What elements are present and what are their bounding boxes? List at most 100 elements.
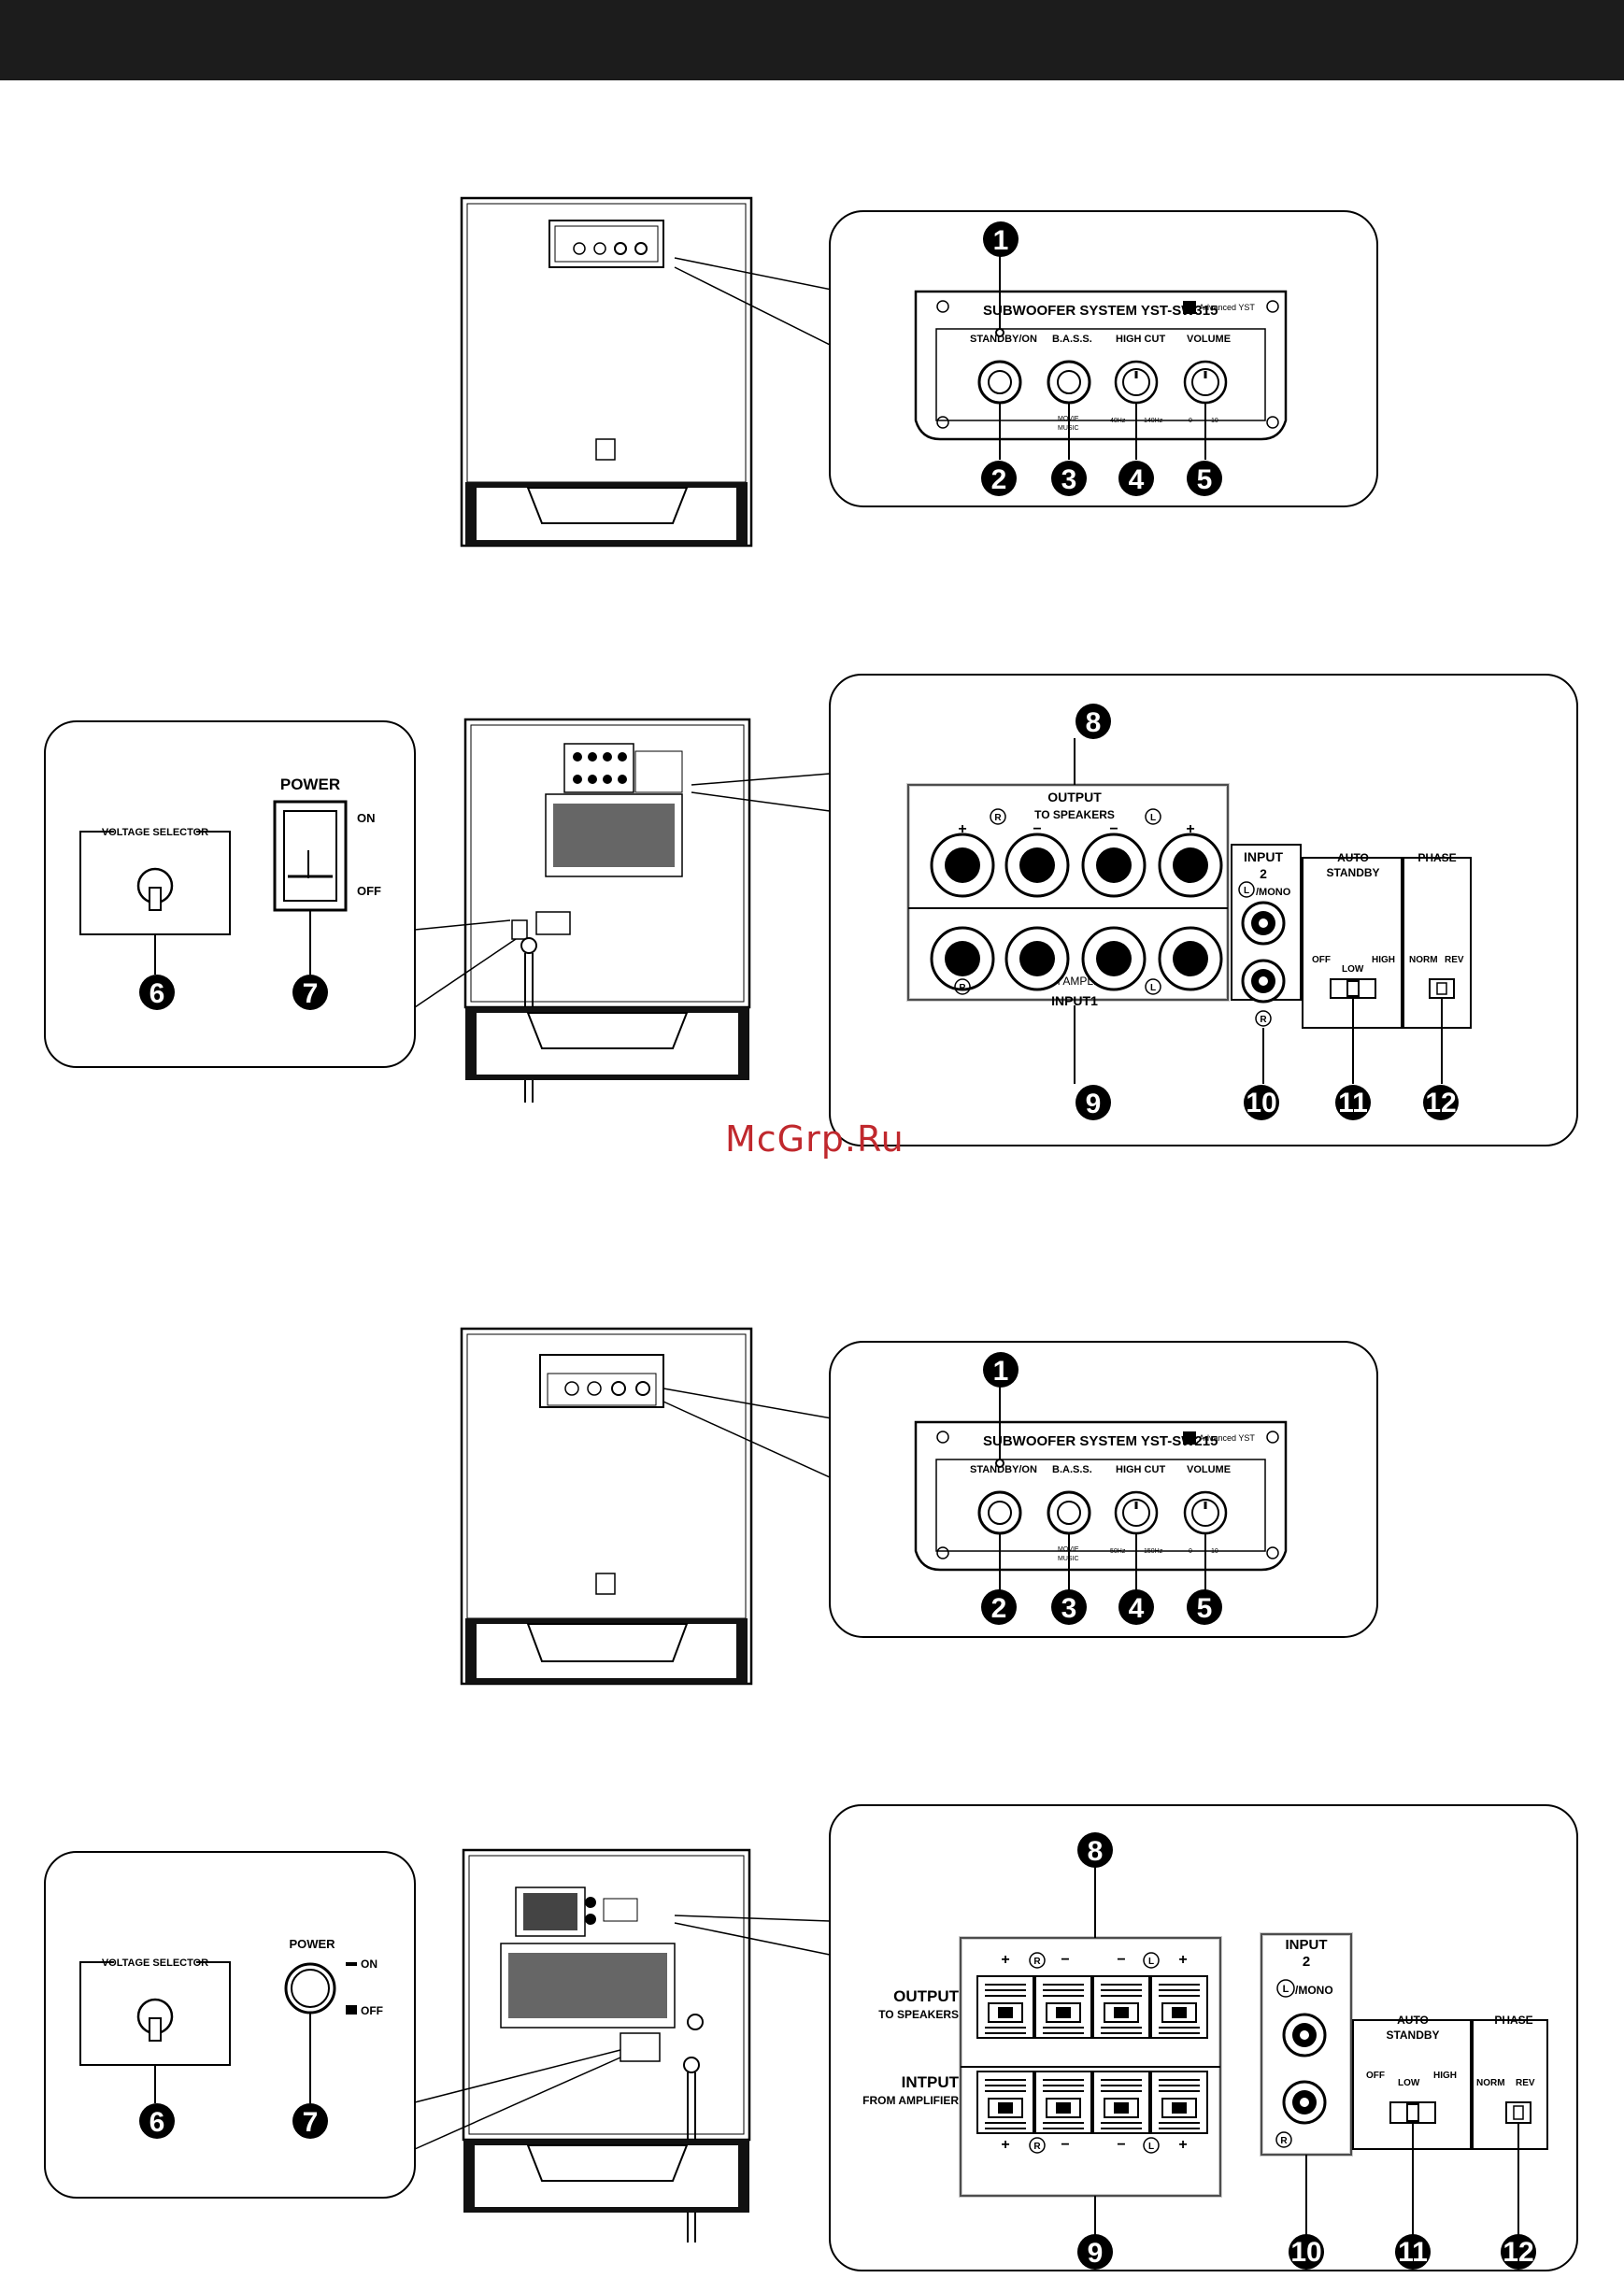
- input-terminal[interactable]: [1150, 2071, 1208, 2134]
- standby-indicator-led: [995, 328, 1004, 337]
- minus-sign: −: [1033, 821, 1041, 837]
- volume-max: 10: [1211, 1548, 1218, 1555]
- mono-label: /MONO: [1295, 1984, 1333, 1997]
- from-amplifier-label: FROM AMPLIFIER: [862, 2094, 959, 2107]
- bass-button[interactable]: [1047, 360, 1091, 405]
- input-terminal[interactable]: [930, 926, 995, 991]
- label-bass: B.A.S.S.: [1052, 1464, 1092, 1475]
- output-terminal[interactable]: [976, 1975, 1034, 2039]
- input2-right-jack[interactable]: [1241, 959, 1286, 1004]
- label-standby-on: STANDBY/ON: [970, 1464, 1037, 1475]
- rear-unit-1: [414, 718, 831, 1103]
- callout-11: [1335, 1085, 1371, 1120]
- input-terminal[interactable]: [976, 2071, 1034, 2134]
- bass-button[interactable]: [1047, 1490, 1091, 1535]
- plus-sign: +: [1178, 2137, 1187, 2153]
- left-marker: L: [1150, 983, 1156, 993]
- output-label: OUTPUT: [893, 1987, 960, 2005]
- label-volume: VOLUME: [1187, 334, 1231, 345]
- callout-1-label: 1: [993, 1356, 1009, 1387]
- callout-5: [1187, 461, 1222, 496]
- callout-5: [1187, 1589, 1222, 1625]
- plus-sign: +: [1001, 2137, 1009, 2153]
- output-terminal[interactable]: [1034, 1975, 1092, 2039]
- logo-text: Advanced YST: [1199, 1433, 1255, 1443]
- callout-9: [1077, 2234, 1113, 2270]
- callout-9-label: 9: [1086, 1089, 1102, 1119]
- output-label: OUTPUT: [1047, 790, 1102, 804]
- right-marker: R: [959, 983, 966, 993]
- callout-3-label: 3: [1061, 1593, 1077, 1624]
- right-marker: R: [1033, 1957, 1041, 1967]
- input2-right-jack[interactable]: [1282, 2080, 1327, 2125]
- input-terminal[interactable]: [1004, 926, 1070, 991]
- minus-sign: −: [1109, 821, 1118, 837]
- low-label: LOW: [1398, 2078, 1420, 2088]
- model-label: SUBWOOFER SYSTEM YST-SW215: [983, 1433, 1218, 1449]
- rear-left-closeup-1: VOLTAGE SELECTOR POWER ON OFF 6 7: [44, 720, 416, 1068]
- voltage-selector-label: VOLTAGE SELECTOR: [102, 827, 208, 838]
- high-label: HIGH: [1433, 2071, 1457, 2081]
- to-speakers-label: TO SPEAKERS: [878, 2008, 959, 2021]
- label-standby-on: STANDBY/ON: [970, 334, 1037, 345]
- header-bar: [0, 0, 1624, 80]
- callout-4-label: 4: [1129, 1593, 1145, 1624]
- left-marker: L: [1148, 1957, 1154, 1967]
- norm-label: NORM: [1409, 955, 1438, 965]
- model-label: SUBWOOFER SYSTEM YST-SW315: [983, 303, 1218, 319]
- callout-11: [1395, 2234, 1431, 2270]
- output-terminal[interactable]: [930, 833, 995, 898]
- output-terminal[interactable]: [1150, 1975, 1208, 2039]
- high-cut-knob[interactable]: [1114, 360, 1159, 405]
- logo-text: Advanced YST: [1199, 303, 1255, 312]
- output-terminal[interactable]: [1081, 833, 1147, 898]
- front-unit-1: [460, 196, 833, 548]
- high-label: HIGH: [1372, 955, 1395, 965]
- volume-knob[interactable]: [1183, 1490, 1228, 1535]
- callout-5-label: 5: [1197, 1593, 1213, 1624]
- left-marker: L: [1150, 813, 1156, 823]
- callout-10: [1289, 2234, 1324, 2270]
- left-marker: L: [1244, 886, 1249, 896]
- minus-sign: −: [1117, 1952, 1125, 1968]
- callout-12-label: 12: [1503, 2237, 1533, 2268]
- label-high-cut: HIGH CUT: [1116, 1464, 1165, 1475]
- high-cut-knob[interactable]: [1114, 1490, 1159, 1535]
- phase-label: PHASE: [1494, 2014, 1532, 2027]
- watermark: McGrp.Ru: [725, 1118, 905, 1160]
- volume-knob[interactable]: [1183, 360, 1228, 405]
- input-terminal[interactable]: [1034, 2071, 1092, 2134]
- input-terminal[interactable]: [1092, 2071, 1150, 2134]
- high-cut-min: 50Hz: [1110, 1548, 1126, 1555]
- voltage-selector-label: VOLTAGE SELECTOR: [102, 1958, 208, 1969]
- callout-4-label: 4: [1129, 464, 1145, 495]
- callout-1-label: 1: [993, 225, 1009, 256]
- callout-8: [1076, 704, 1111, 739]
- rev-label: REV: [1445, 955, 1464, 965]
- input2-left-mono-jack[interactable]: [1241, 901, 1286, 946]
- input-terminal[interactable]: [1158, 926, 1223, 991]
- callout-2: [981, 1589, 1017, 1625]
- phase-label: PHASE: [1417, 851, 1456, 864]
- callout-8-label: 8: [1086, 707, 1102, 738]
- right-marker: R: [994, 813, 1002, 823]
- output-terminal[interactable]: [1158, 833, 1223, 898]
- input-terminal[interactable]: [1081, 926, 1147, 991]
- callout-6: [139, 2103, 175, 2139]
- rear-panel-closeup-2: OUTPUT TO SPEAKERS INTPUT FROM AMPLIFIER…: [829, 1804, 1578, 2271]
- rear-left-closeup-2: VOLTAGE SELECTOR POWER ON OFF 6 7: [44, 1851, 416, 2199]
- low-label: LOW: [1342, 964, 1364, 975]
- output-terminal[interactable]: [1004, 833, 1070, 898]
- standby-on-button[interactable]: [977, 360, 1022, 405]
- input2-left-mono-jack[interactable]: [1282, 2013, 1327, 2057]
- off-label: OFF: [1366, 2071, 1385, 2081]
- callout-9-label: 9: [1088, 2238, 1104, 2269]
- callout-12-label: 12: [1425, 1088, 1456, 1118]
- standby-on-button[interactable]: [977, 1490, 1022, 1535]
- right-marker: R: [1260, 1015, 1267, 1025]
- callout-10: [1244, 1085, 1279, 1120]
- output-terminal[interactable]: [1092, 1975, 1150, 2039]
- callout-2: [981, 461, 1017, 496]
- volume-min: 0: [1189, 1548, 1192, 1555]
